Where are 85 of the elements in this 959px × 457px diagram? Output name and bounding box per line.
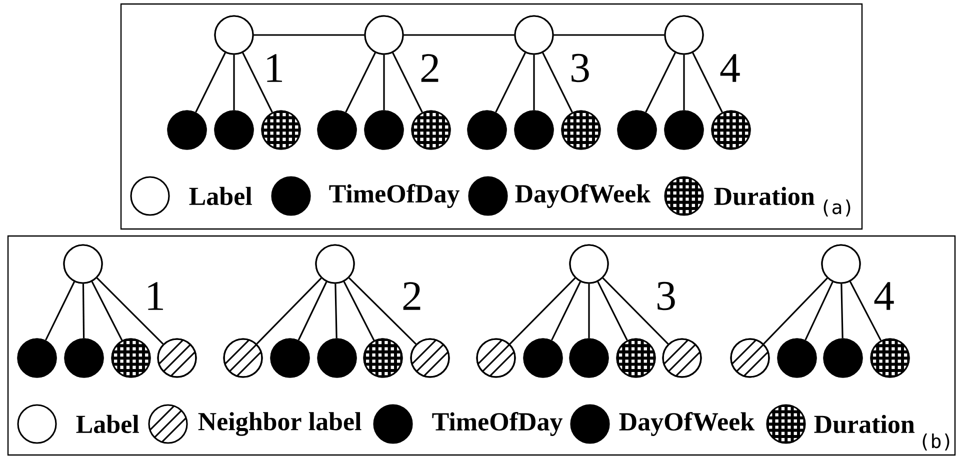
callout-number: 3	[658, 282, 675, 310]
connector-line	[82, 284, 85, 338]
open-circle	[364, 15, 404, 55]
filled-circle	[823, 338, 863, 378]
callout-number: 4	[720, 54, 740, 82]
connector-line	[495, 52, 526, 113]
open-circle	[664, 15, 704, 55]
filled-circle	[167, 110, 207, 150]
connector-line	[683, 54, 685, 110]
open-circle	[315, 244, 355, 284]
connector-line	[597, 281, 628, 341]
connector-line	[542, 52, 573, 113]
hatched-circle	[662, 338, 702, 378]
connector-line	[602, 278, 669, 344]
filled-circle	[270, 338, 310, 378]
filled-circle	[664, 110, 704, 150]
filled-circle	[514, 110, 554, 150]
open-circle	[63, 244, 103, 284]
connector-line	[233, 54, 235, 110]
callout-number: 2	[421, 54, 438, 82]
callout-number: 1	[267, 54, 282, 82]
connector-line	[509, 278, 576, 344]
connector-line	[348, 277, 416, 345]
legend-label: DayOfWeek	[619, 412, 755, 436]
legend-label: Neighbor label	[198, 412, 362, 436]
filled-circle	[17, 338, 57, 378]
connector-line	[91, 281, 123, 341]
connector-line	[345, 52, 376, 113]
connector-line	[256, 278, 322, 344]
connector-line	[550, 281, 582, 341]
filled-circle	[364, 110, 404, 150]
legend-label: Duration	[814, 414, 915, 434]
filled-circle	[317, 338, 357, 378]
connector-line	[334, 284, 338, 338]
connector-line	[840, 284, 844, 338]
legend-label: Duration	[714, 186, 815, 206]
open-circle	[569, 244, 609, 284]
connector-line	[96, 277, 164, 345]
connector-line	[298, 282, 328, 340]
open-circle	[214, 15, 254, 55]
filled-circle	[64, 338, 104, 378]
filled-circle	[214, 110, 254, 150]
connector-line	[45, 281, 76, 341]
callout-number: 2	[403, 282, 420, 310]
callout-number: 3	[572, 54, 589, 82]
connector-line	[554, 34, 664, 36]
legend-label: Label	[189, 186, 252, 206]
connector-line	[392, 52, 423, 113]
connector-line	[692, 52, 723, 113]
connector-line	[383, 54, 385, 110]
connector-line	[645, 52, 676, 113]
grid-circle	[261, 110, 301, 150]
connector-line	[404, 34, 514, 36]
grid-circle	[111, 338, 151, 378]
filled-circle	[467, 110, 507, 150]
connector-line	[763, 278, 828, 344]
open-circle	[821, 244, 861, 284]
filled-circle	[317, 110, 357, 150]
callout-number: 4	[874, 282, 894, 310]
grid-circle	[363, 338, 403, 378]
grid-circle	[870, 338, 910, 378]
connector-line	[533, 54, 535, 110]
legend-label: DayOfWeek	[515, 184, 651, 208]
connector-line	[804, 282, 834, 340]
callout-number: 1	[148, 282, 163, 310]
filled-circle	[777, 338, 817, 378]
legend-label: Label	[76, 414, 139, 434]
legend-label: TimeOfDay	[329, 184, 460, 208]
hatched-circle	[157, 338, 197, 378]
connector-line	[242, 52, 273, 113]
grid-circle	[616, 338, 656, 378]
filled-circle	[569, 338, 609, 378]
legend-label: TimeOfDay	[432, 412, 563, 436]
hatched-circle	[410, 338, 450, 378]
connector-line	[254, 34, 364, 36]
connector-line	[343, 281, 375, 341]
filled-circle	[617, 110, 657, 150]
connector-line	[195, 52, 226, 113]
open-circle	[514, 15, 554, 55]
grid-circle	[711, 110, 751, 150]
filled-circle	[523, 338, 563, 378]
grid-circle	[411, 110, 451, 150]
connector-line	[849, 281, 882, 341]
connector-line	[588, 284, 590, 338]
grid-circle	[561, 110, 601, 150]
